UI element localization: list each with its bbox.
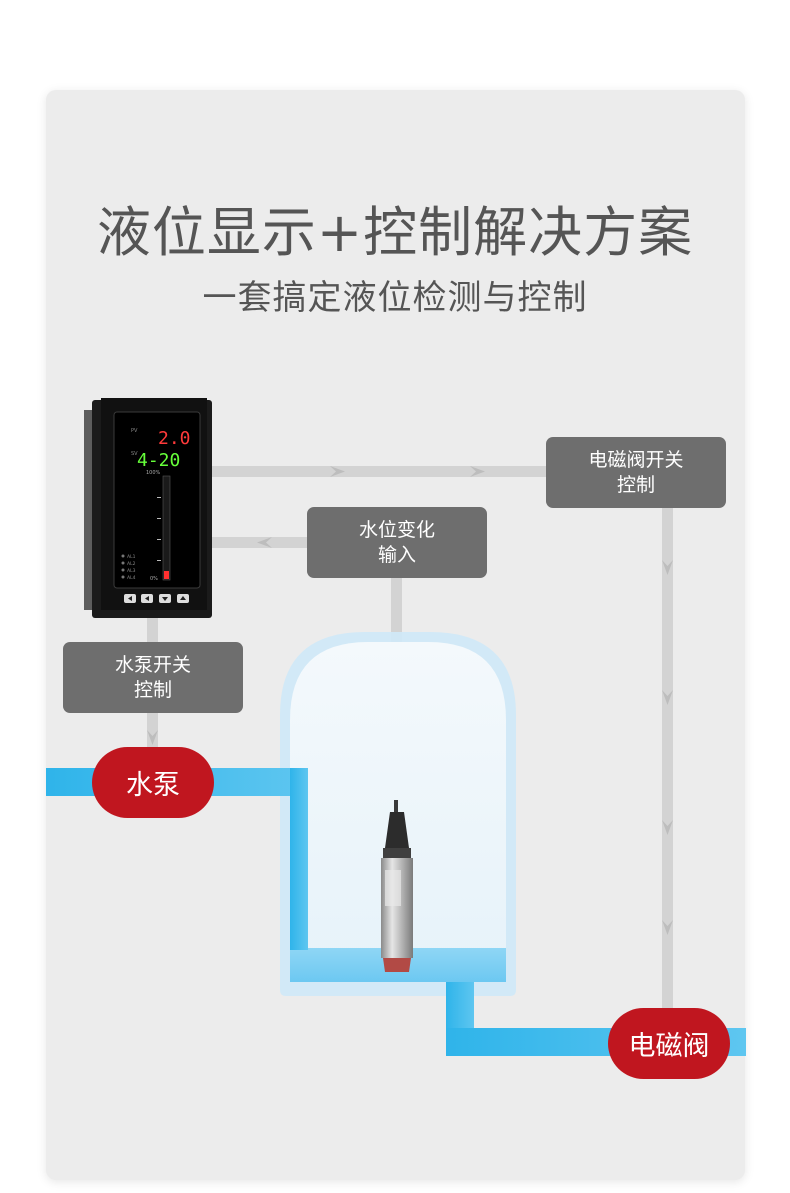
label-line: 水位变化 xyxy=(358,518,435,541)
bargraph-fill xyxy=(164,571,169,579)
signal-line-valve-horizontal xyxy=(210,466,550,477)
svg-text:AL2: AL2 xyxy=(127,561,136,567)
sv-value: 4-20 xyxy=(137,450,180,471)
label-pump-switch-control: 水泵开关 控制 xyxy=(63,642,243,713)
bar-bottom-label: 0% xyxy=(150,576,158,582)
label-line: 电磁阀开关 xyxy=(588,448,684,471)
arrow-marker xyxy=(330,466,345,477)
svg-text:AL4: AL4 xyxy=(127,575,136,581)
solenoid-valve-badge: 电磁阀 xyxy=(608,1008,730,1079)
label-line: 输入 xyxy=(377,543,416,566)
bar-top-label: 100% xyxy=(146,470,161,476)
pv-value: 2.0 xyxy=(158,428,191,449)
svg-text:AL1: AL1 xyxy=(127,554,136,560)
alarm-indicators: AL1 AL2 AL3 AL4 xyxy=(121,554,136,581)
level-sensor-probe xyxy=(381,800,413,972)
arrow-marker xyxy=(470,466,485,477)
page-subtitle: 一套搞定液位检测与控制 xyxy=(202,278,588,318)
label-line: 控制 xyxy=(133,678,172,701)
signal-line-valve-vertical xyxy=(662,505,673,1010)
arrow-marker xyxy=(662,920,673,935)
pv-tag: PV xyxy=(131,428,138,434)
pump-badge: 水泵 xyxy=(92,747,214,818)
page-title: 液位显示+控制解决方案 xyxy=(96,201,694,264)
arrow-marker xyxy=(662,820,673,835)
arrow-marker xyxy=(662,560,673,575)
arrow-marker xyxy=(147,730,158,745)
label-level-change-input: 水位变化 输入 xyxy=(307,507,487,578)
sv-tag: SV xyxy=(131,451,138,457)
inlet-pipe-vertical xyxy=(290,768,308,950)
arrow-marker xyxy=(662,690,673,705)
label-line: 水泵开关 xyxy=(114,653,191,676)
svg-text:AL3: AL3 xyxy=(127,568,136,574)
controller-buttons xyxy=(124,594,189,603)
label-valve-switch-control: 电磁阀开关 控制 xyxy=(546,437,726,508)
controller-screen xyxy=(113,411,201,589)
level-controller-device: PV 2.0 SV 4-20 100% 0% AL1 AL2 AL3 AL4 xyxy=(84,398,212,618)
arrow-marker xyxy=(257,537,272,548)
label-line: 控制 xyxy=(616,473,655,496)
bargraph xyxy=(162,475,171,581)
